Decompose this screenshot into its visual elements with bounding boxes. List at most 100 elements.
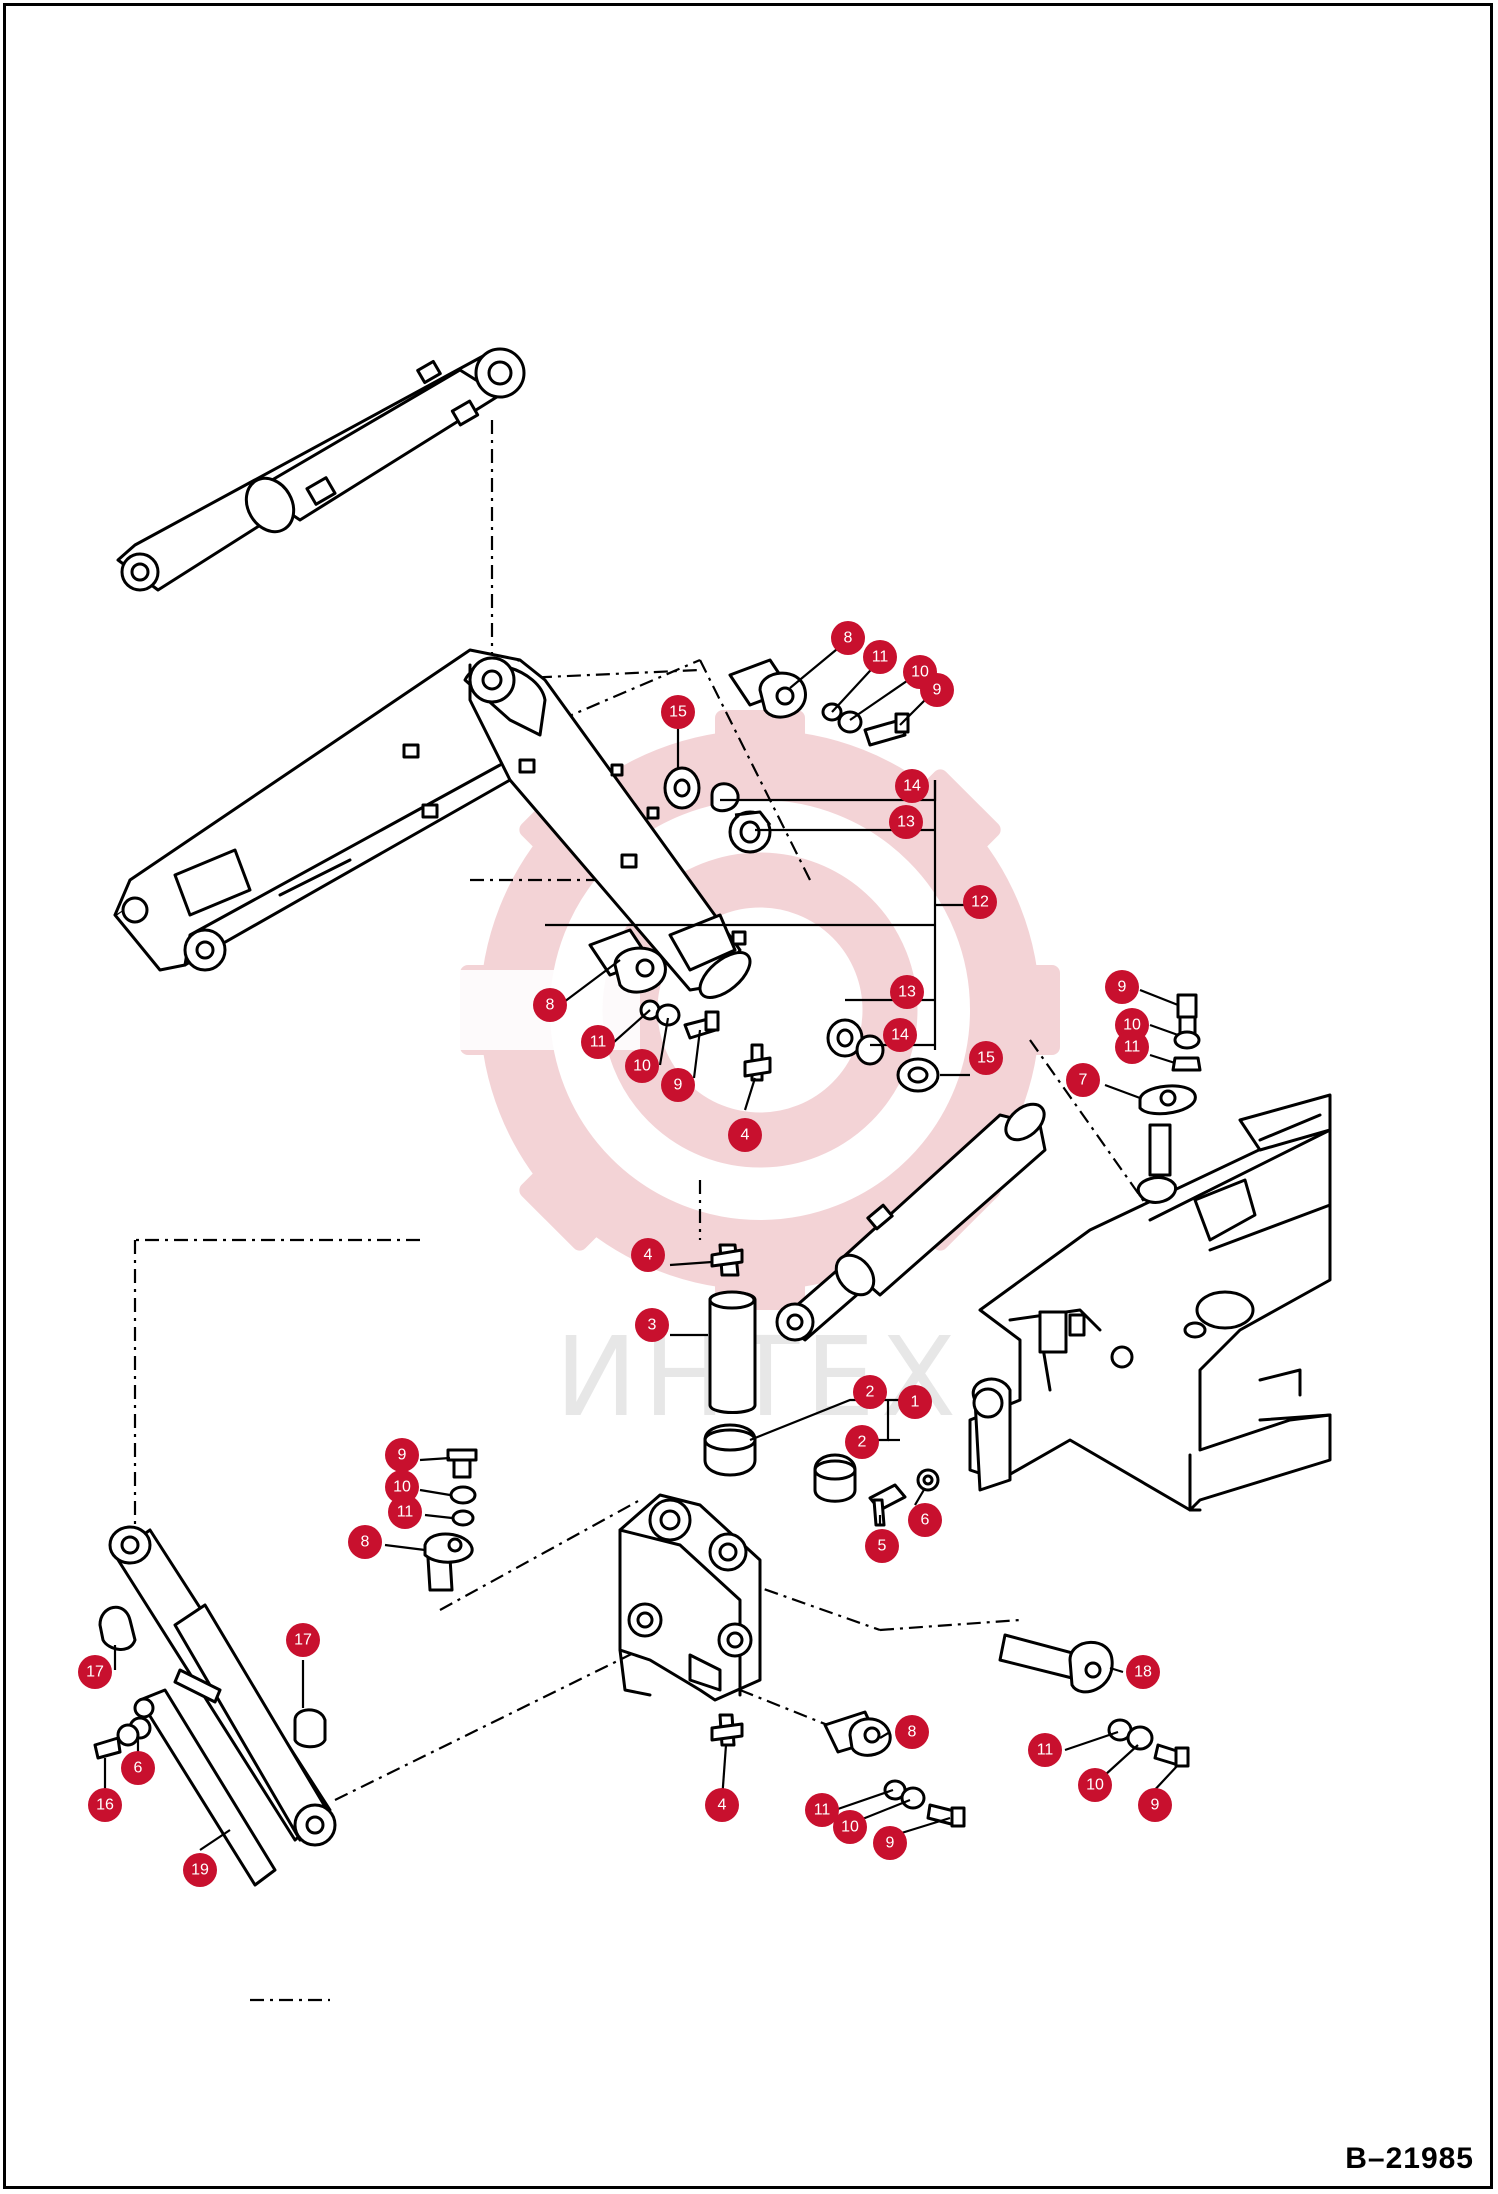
svg-text:8: 8	[546, 997, 555, 1014]
svg-text:11: 11	[397, 1504, 414, 1521]
callout-badge[interactable]: 5	[865, 1529, 899, 1563]
callout-badge[interactable]: 2	[853, 1375, 887, 1409]
svg-text:10: 10	[393, 1479, 411, 1496]
callout-badge[interactable]: 6	[121, 1751, 155, 1785]
callout-badge[interactable]: 13	[889, 805, 923, 839]
boom-mid-pin-icon	[588, 928, 772, 1082]
callout-badge[interactable]: 15	[969, 1041, 1003, 1075]
svg-text:11: 11	[814, 1802, 831, 1819]
callout-badge[interactable]: 2	[845, 1425, 879, 1459]
callout-badge[interactable]: 10	[903, 655, 937, 689]
svg-text:2: 2	[858, 1434, 867, 1451]
bottom-pin-icon	[823, 1710, 966, 1828]
lower-bushings-icon	[826, 1018, 940, 1093]
callout-badge[interactable]: 9	[920, 673, 954, 707]
callout-badge[interactable]: 10	[1078, 1768, 1112, 1802]
callout-badge[interactable]: 10	[625, 1049, 659, 1083]
callout-badge[interactable]: 8	[831, 621, 865, 655]
swing-bracket-icon	[618, 1493, 762, 1702]
callout-badge[interactable]: 19	[183, 1853, 217, 1887]
callout-badge[interactable]: 11	[388, 1495, 422, 1529]
callout-badge[interactable]: 13	[890, 975, 924, 1009]
svg-text:2: 2	[866, 1384, 875, 1401]
figure-id-label: B–21985	[1345, 2142, 1474, 2175]
callout-badge[interactable]: 9	[1138, 1788, 1172, 1822]
svg-text:9: 9	[674, 1077, 683, 1094]
swing-frame-pin-icon	[1138, 993, 1202, 1177]
svg-text:5: 5	[878, 1538, 887, 1555]
svg-text:18: 18	[1134, 1664, 1152, 1681]
svg-text:10: 10	[911, 664, 929, 681]
svg-text:19: 19	[191, 1862, 209, 1879]
callout-badge[interactable]: 8	[533, 988, 567, 1022]
callout-badge[interactable]: 4	[705, 1788, 739, 1822]
svg-text:8: 8	[908, 1724, 917, 1741]
pin-18-icon	[998, 1633, 1190, 1768]
callout-badge[interactable]: 15	[661, 695, 695, 729]
svg-text:9: 9	[1151, 1797, 1160, 1814]
callout-badge[interactable]: 14	[895, 769, 929, 803]
callout-badge[interactable]: 7	[1066, 1063, 1100, 1097]
svg-text:13: 13	[898, 984, 916, 1001]
callout-badge[interactable]: 9	[385, 1438, 419, 1472]
svg-text:9: 9	[1118, 979, 1127, 996]
upper-bushings-icon	[663, 766, 772, 854]
callout-badge[interactable]: 4	[631, 1238, 665, 1272]
svg-text:8: 8	[361, 1534, 370, 1551]
callout-badge[interactable]: 11	[1028, 1733, 1062, 1767]
svg-text:3: 3	[648, 1317, 657, 1334]
callout-badge[interactable]: 17	[286, 1623, 320, 1657]
svg-text:1: 1	[911, 1394, 920, 1411]
svg-text:11: 11	[1124, 1039, 1141, 1056]
callout-badge[interactable]: 10	[385, 1470, 419, 1504]
boom-arm-icon	[113, 648, 752, 999]
callout-badge[interactable]: 9	[873, 1826, 907, 1860]
watermark-text: ИНТЕХ	[555, 1313, 962, 1441]
svg-text:6: 6	[134, 1760, 143, 1777]
svg-text:17: 17	[294, 1632, 312, 1649]
svg-text:9: 9	[933, 682, 942, 699]
grease-fitting-icon	[710, 1713, 744, 1747]
callout-badge[interactable]: 17	[78, 1655, 112, 1689]
callout-badge[interactable]: 9	[1105, 970, 1139, 1004]
callout-badges: 8 11 10 9 15 14 13 12 8 11 10 9 4 13 14 …	[78, 621, 1172, 1887]
callout-badge[interactable]: 16	[88, 1788, 122, 1822]
svg-text:10: 10	[1123, 1017, 1141, 1034]
svg-text:11: 11	[590, 1034, 607, 1051]
drawing-frame	[3, 3, 1493, 2189]
svg-text:14: 14	[903, 778, 921, 795]
svg-text:14: 14	[891, 1027, 909, 1044]
swing-frame-icon	[968, 1093, 1332, 1512]
callout-badge[interactable]: 8	[895, 1715, 929, 1749]
svg-text:12: 12	[971, 894, 989, 911]
callout-badge[interactable]: 18	[1126, 1655, 1160, 1689]
svg-text:17: 17	[86, 1664, 104, 1681]
callout-badge[interactable]: 8	[348, 1525, 382, 1559]
swing-pin-icon	[703, 1243, 857, 1503]
callout-badge[interactable]: 9	[661, 1068, 695, 1102]
left-pin-icon	[423, 1448, 478, 1592]
svg-text:6: 6	[921, 1512, 930, 1529]
svg-text:10: 10	[841, 1819, 859, 1836]
svg-text:11: 11	[1037, 1742, 1054, 1759]
svg-text:7: 7	[1079, 1072, 1088, 1089]
callout-badge[interactable]: 12	[963, 885, 997, 919]
callout-badge[interactable]: 1	[898, 1385, 932, 1419]
callout-badge[interactable]: 3	[635, 1308, 669, 1342]
swing-cylinder-icon	[775, 1102, 1047, 1342]
callout-badge[interactable]: 11	[863, 640, 897, 674]
svg-text:10: 10	[633, 1058, 651, 1075]
callout-badge[interactable]: 11	[805, 1793, 839, 1827]
svg-text:15: 15	[977, 1050, 995, 1067]
callout-badge[interactable]: 4	[728, 1118, 762, 1152]
svg-text:15: 15	[669, 704, 687, 721]
svg-text:4: 4	[718, 1797, 727, 1814]
callout-badge[interactable]: 11	[581, 1025, 615, 1059]
callout-badge[interactable]: 11	[1115, 1030, 1149, 1064]
callout-badge[interactable]: 14	[883, 1018, 917, 1052]
callout-badge[interactable]: 6	[908, 1503, 942, 1537]
svg-text:8: 8	[844, 630, 853, 647]
callout-badge[interactable]: 10	[833, 1810, 867, 1844]
svg-text:13: 13	[897, 814, 915, 831]
